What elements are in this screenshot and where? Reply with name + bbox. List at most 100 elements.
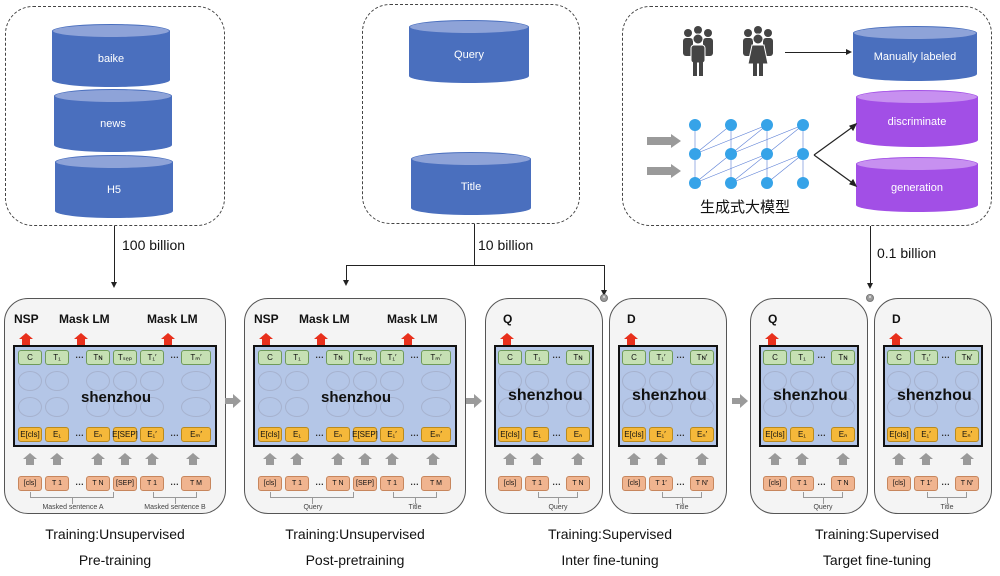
- hidden-node: [649, 371, 673, 391]
- database-generation: generation: [856, 157, 978, 212]
- hidden-node: [831, 371, 855, 391]
- hidden-node: [955, 397, 979, 417]
- hidden-node: [955, 371, 979, 391]
- hidden-node: [887, 371, 911, 391]
- embedding-token: E₁: [45, 427, 69, 442]
- input-token: T M: [181, 476, 211, 491]
- input-arrow-icon: [627, 453, 641, 465]
- flow-line-pretrain: [114, 226, 116, 282]
- ellipsis: …: [941, 428, 950, 438]
- hidden-node: [45, 397, 69, 417]
- output-token: C: [258, 350, 282, 365]
- input-token: T N: [566, 476, 590, 491]
- input-token: [cls]: [258, 476, 282, 491]
- input-token: T N: [831, 476, 855, 491]
- input-arrow-icon: [892, 453, 906, 465]
- stage-2-phase: Post-pretraining: [305, 552, 405, 568]
- input-arrow-icon: [50, 453, 64, 465]
- output-token: T₁′: [914, 350, 938, 365]
- input-token: T 1: [285, 476, 309, 491]
- segment-label: Masked sentence A: [42, 504, 104, 511]
- ellipsis: …: [410, 477, 419, 487]
- output-token: T₁: [790, 350, 814, 365]
- embedding-token: E₁: [790, 427, 814, 442]
- input-arrow-icon: [145, 453, 159, 465]
- red-arrow-icon: [19, 333, 33, 345]
- hidden-node: [285, 371, 309, 391]
- ellipsis: …: [315, 477, 324, 487]
- segment-brace-stem: [947, 498, 948, 504]
- stage-4-phase: Target fine-tuning: [822, 552, 932, 568]
- input-arrow-icon: [695, 453, 709, 465]
- stage-3-training-type: Training:Supervised: [548, 526, 672, 542]
- embedding-token: E[cls]: [258, 427, 282, 442]
- embedding-token: Eₙ: [566, 427, 590, 442]
- hidden-node: [326, 371, 350, 391]
- hidden-node: [421, 397, 451, 417]
- embedding-token: Eₙ: [326, 427, 350, 442]
- embedding-token: Eₘ′: [181, 427, 211, 442]
- input-arrow-icon: [263, 453, 277, 465]
- flow-line-target: [870, 226, 872, 284]
- head-label: D: [892, 312, 901, 326]
- embedding-token: E₁′: [649, 427, 673, 442]
- segment-label: Masked sentence B: [144, 504, 206, 511]
- segment-brace-stem: [682, 498, 683, 504]
- segment-brace-stem: [72, 498, 73, 504]
- segment-brace: [927, 492, 967, 498]
- input-token: T N: [326, 476, 350, 491]
- output-token: T₁: [285, 350, 309, 365]
- output-token: T₁′: [140, 350, 164, 365]
- segment-brace: [393, 492, 437, 498]
- arrow-people-to-labeled: [785, 52, 847, 54]
- hidden-node: [140, 371, 164, 391]
- input-arrow-icon: [571, 453, 585, 465]
- hidden-node: [45, 371, 69, 391]
- flow-line-to-inter: [604, 265, 606, 291]
- input-token: T 1: [140, 476, 164, 491]
- pretrain-corpus-group: [5, 6, 225, 226]
- hidden-node: [649, 397, 673, 417]
- flow-arrowhead-inter: [601, 290, 607, 296]
- hidden-node: [181, 371, 211, 391]
- red-arrow-icon: [74, 333, 88, 345]
- output-token: Tₘ′: [181, 350, 211, 365]
- embedding-token: E₁: [285, 427, 309, 442]
- hidden-node: [258, 397, 282, 417]
- stage-1-phase: Pre-training: [78, 552, 152, 568]
- ellipsis: …: [170, 350, 179, 360]
- hidden-node: [258, 371, 282, 391]
- hidden-node: [690, 371, 714, 391]
- input-arrow-icon: [118, 453, 132, 465]
- red-arrow-icon: [161, 333, 175, 345]
- hidden-node: [326, 397, 350, 417]
- input-arrow-icon: [836, 453, 850, 465]
- output-token: T₁: [45, 350, 69, 365]
- input-arrow-icon: [23, 453, 37, 465]
- flow-split-posttrain: [346, 265, 605, 267]
- output-token: Tɴ′: [690, 350, 714, 365]
- output-token: T₁′: [649, 350, 673, 365]
- people-group-male-icon: [683, 26, 713, 76]
- input-token: [cls]: [18, 476, 42, 491]
- embedding-token: E[SEP]: [352, 427, 378, 442]
- ellipsis: …: [410, 350, 419, 360]
- stage-3-phase: Inter fine-tuning: [561, 552, 659, 568]
- hidden-node: [690, 397, 714, 417]
- ellipsis: …: [170, 477, 179, 487]
- segment-brace: [270, 492, 354, 498]
- target-data-group: [622, 6, 992, 226]
- hidden-node: [285, 397, 309, 417]
- flow-line-posttrain: [474, 224, 476, 266]
- model-name: shenzhou: [773, 387, 848, 404]
- model-name: shenzhou: [321, 389, 391, 406]
- input-token: T N′: [690, 476, 714, 491]
- output-token: Tₛₑₚ: [353, 350, 377, 365]
- embedding-token: Eₘ′: [421, 427, 451, 442]
- hidden-node: [380, 371, 404, 391]
- hidden-node: [790, 397, 814, 417]
- input-arrow-icon: [186, 453, 200, 465]
- hidden-node: [380, 397, 404, 417]
- stage-1-training-type: Training:Unsupervised: [45, 526, 185, 542]
- hidden-node: [498, 397, 522, 417]
